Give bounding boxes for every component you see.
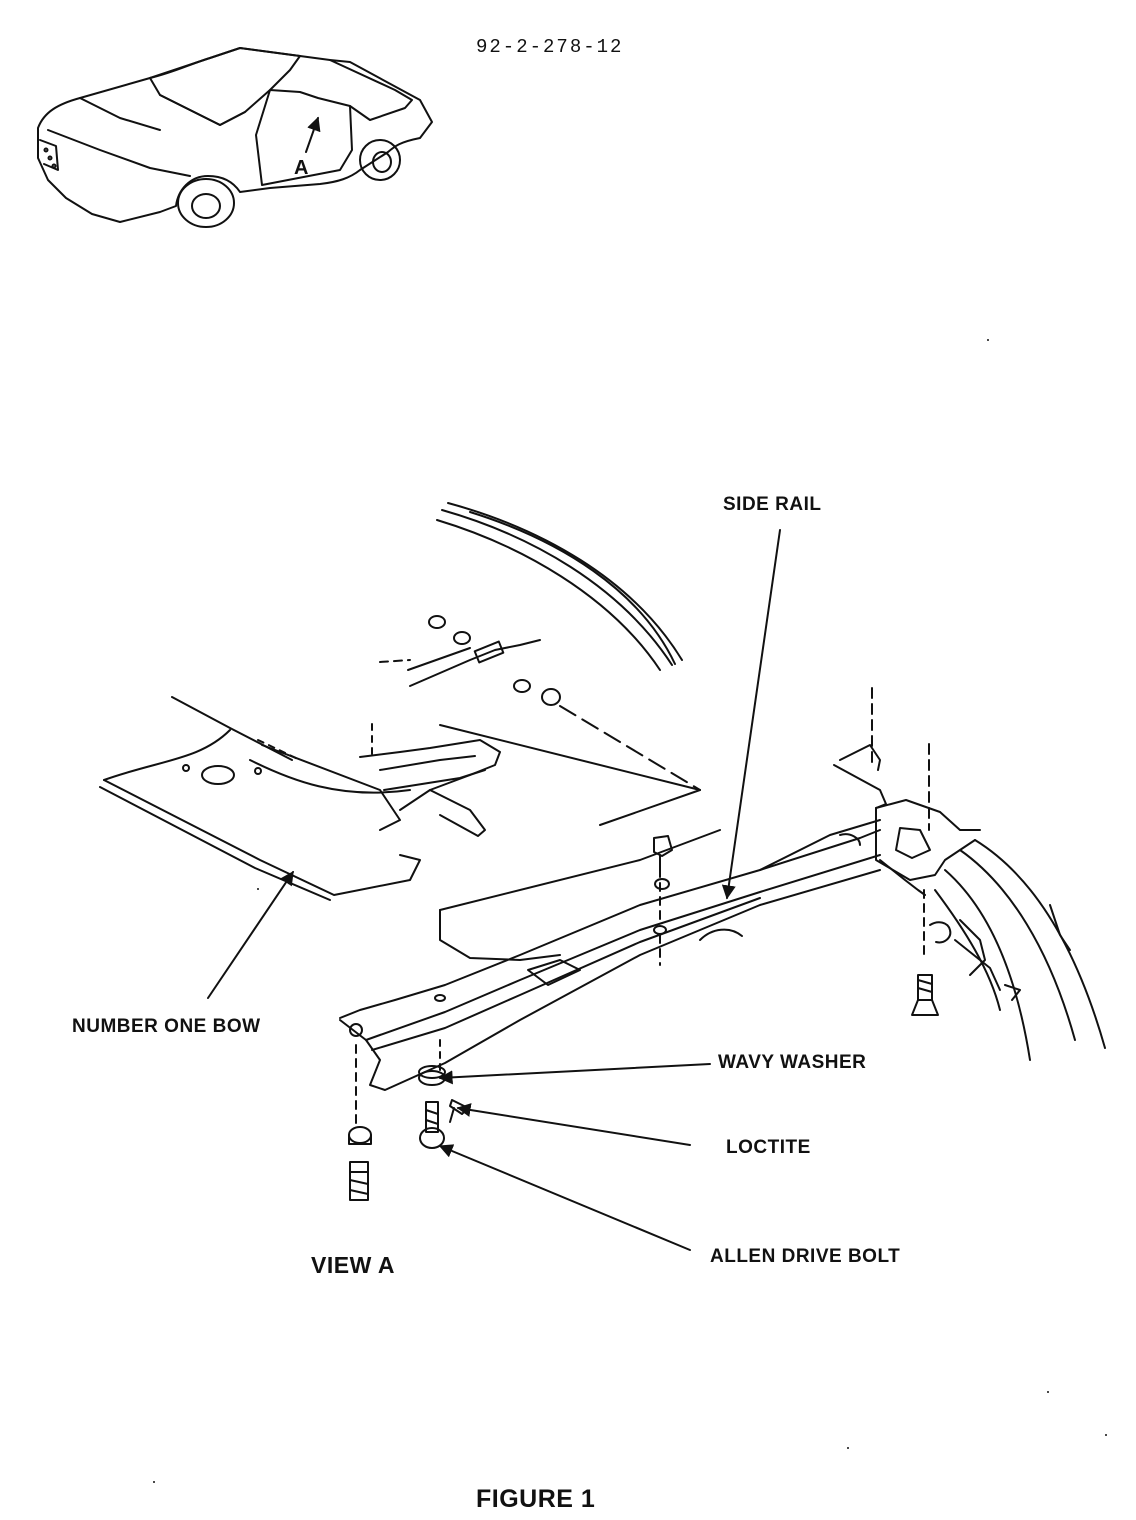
scan-specks <box>153 339 1107 1483</box>
callout-leaders <box>207 529 781 1251</box>
wavy-washer-leader <box>438 1063 711 1085</box>
view-title: VIEW A <box>311 1252 395 1278</box>
loctite-leader <box>456 1103 691 1146</box>
side-rail-leader <box>721 529 781 900</box>
figure-title: FIGURE 1 <box>476 1485 596 1513</box>
side-rail-drawing <box>99 502 1106 1201</box>
allen-drive-bolt-leader <box>438 1144 691 1251</box>
side-rail-label: SIDE RAIL <box>723 494 822 515</box>
document-code: 92-2-278-12 <box>476 36 624 58</box>
allen-drive-bolt-label: ALLEN DRIVE BOLT <box>710 1246 901 1267</box>
number-one-bow-leader <box>207 870 294 999</box>
car-locator-illustration <box>37 47 433 228</box>
view-marker-label: A <box>294 157 309 179</box>
wavy-washer-label: WAVY WASHER <box>718 1052 867 1073</box>
loctite-label: LOCTITE <box>726 1137 811 1158</box>
number-one-bow-label: NUMBER ONE BOW <box>72 1016 261 1037</box>
